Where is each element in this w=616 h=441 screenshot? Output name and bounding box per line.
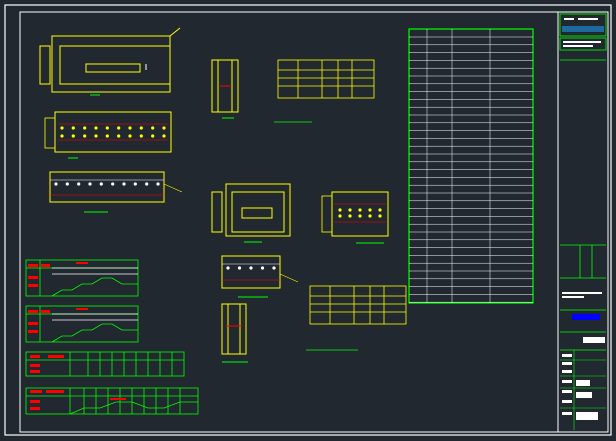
bolt [128,134,132,138]
bolt [94,126,98,130]
title-block [559,13,607,430]
bolt [358,214,362,218]
bolt [260,266,265,270]
bolt [60,134,64,138]
bolt [117,134,121,138]
bolt [226,266,230,270]
column-section[interactable] [211,59,239,119]
bolt [378,214,382,218]
material-table-top[interactable] [274,59,375,123]
quantity-table-2[interactable] [25,305,139,343]
bolt [368,208,372,212]
bolt [71,134,75,138]
bolt [128,126,132,130]
bolt [378,208,382,212]
bolt [71,126,75,130]
bolt-plate-right[interactable] [321,191,389,244]
bolt [122,182,126,186]
quantity-table-1-labels [28,262,88,287]
plan-view-top-left[interactable] [39,27,181,96]
bolt [237,266,242,270]
bolt [117,126,121,130]
bolt-row-section[interactable] [49,171,183,213]
bolt [139,134,143,138]
quantity-table-3[interactable] [25,351,185,377]
vertical-section-lower[interactable] [221,303,248,363]
bolt [272,266,276,270]
bolt [133,182,137,186]
bolt [162,126,166,130]
logo-stamp [572,314,600,320]
bolt [60,126,64,130]
bolt [105,126,109,130]
bolt [99,182,103,186]
bolt [156,182,160,186]
quantity-table-1[interactable] [25,259,139,297]
bolt [348,208,352,212]
bolt [83,134,87,138]
bolt [338,214,342,218]
bolt [145,182,149,186]
bolt [65,182,69,186]
bolt [105,134,109,138]
bolt [249,266,253,270]
bolt [151,126,155,130]
bolt [77,182,81,186]
bolt [88,182,92,186]
bolt [368,214,372,218]
bolt-grid-elevation[interactable] [44,111,172,159]
quantity-table-2-labels [28,308,88,333]
bolt [162,134,166,138]
bolt [338,208,342,212]
bolt [151,134,155,138]
quantity-table-4-labels [30,390,126,410]
quantity-table-3-labels [30,355,64,373]
bolt [94,134,98,138]
bolt [348,214,352,218]
signature-block [583,337,605,343]
bolt [139,126,143,130]
bolt-elevation-lower[interactable] [221,255,299,298]
bolt [83,126,87,130]
material-table-lower[interactable] [306,285,407,351]
bolt [358,208,362,212]
drawing-frame [4,4,612,436]
schedule-table[interactable] [408,28,534,304]
quantity-table-4[interactable] [25,387,199,415]
bolt [111,182,115,186]
plan-view-middle[interactable] [211,183,291,243]
bolt [54,182,58,186]
